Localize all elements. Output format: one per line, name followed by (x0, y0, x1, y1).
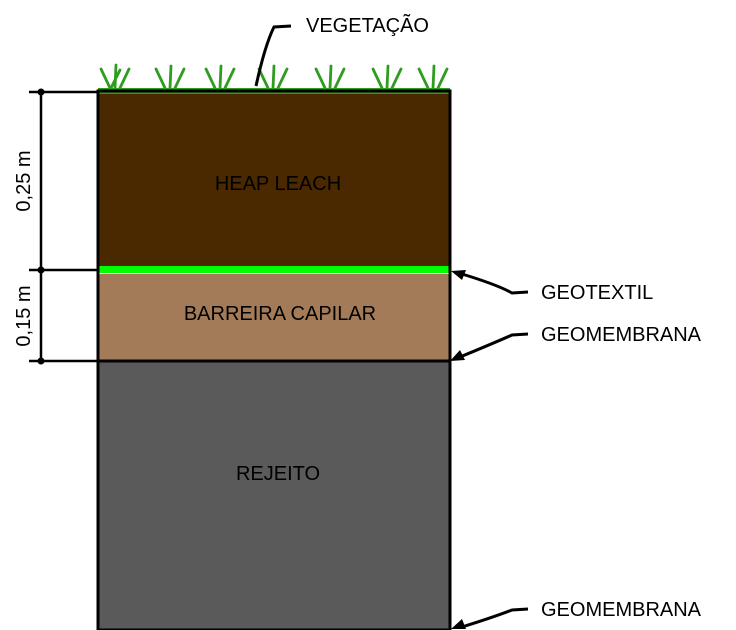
barreira-capilar-label: BARREIRA CAPILAR (184, 303, 376, 325)
heap-leach-label: HEAP LEACH (215, 173, 341, 195)
geomembrana-top-leader (459, 332, 529, 359)
geomembrana-bottom-leader (461, 607, 529, 629)
dimension-bottom-label: 0,15 m (13, 285, 35, 346)
rejeito-label: REJEITO (236, 463, 320, 485)
dimension-lines (29, 90, 98, 363)
grass-tufts (99, 63, 449, 90)
geotextil-leader (461, 272, 529, 295)
geotextil-label: GEOTEXTIL (541, 282, 653, 304)
vegetacao-leader (254, 24, 292, 87)
vegetacao-label: VEGETAÇÃO (306, 13, 429, 37)
geomembrana-top-label: GEOMEMBRANA (541, 324, 702, 346)
rejeito-layer (98, 362, 450, 630)
geomembrana-top-arrowhead (450, 350, 465, 361)
barreira-capilar-layer (98, 274, 450, 360)
geotextil-line (98, 266, 450, 273)
dimension-ticks (37, 88, 45, 365)
geomembrana-bottom-arrowhead (451, 619, 466, 629)
dimension-top-label: 0,25 m (13, 150, 35, 211)
heap-leach-layer (98, 92, 450, 269)
geomembrana-bottom-label: GEOMEMBRANA (541, 599, 702, 621)
geotextil-arrowhead (451, 270, 466, 280)
